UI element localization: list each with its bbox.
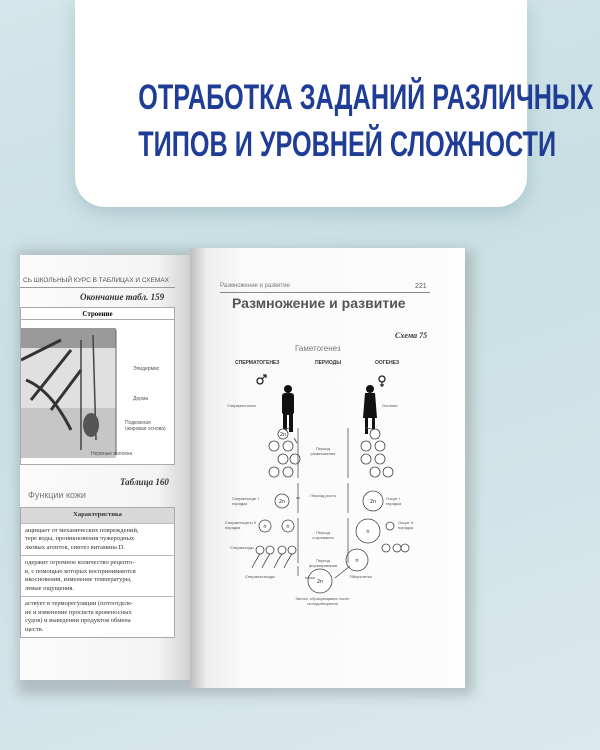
label-spermatocytes-2: Сперматоциты II порядка [225,520,256,530]
cell-2n: 2n [317,579,323,585]
label-spermatocyte-1: Сперматоцит I порядка [232,496,259,506]
skin-label-subcutis: Подкожная (жировая основа) [125,420,166,432]
column-header: Характеристика [21,508,174,524]
label-spermatids: Сперматиды [230,545,254,550]
cell-n: n [263,524,266,530]
skin-label-epidermis: Эпидермис [133,366,160,372]
gametogenesis-diagram: 2n 2n 2n 2n n n n n [251,374,410,594]
female-symbol-icon [378,375,386,387]
table-row: аствует в терморегуляции (потоотделе-ие … [25,600,134,633]
cell-n: n [355,558,358,564]
label-oogonia: Оогонии [382,403,398,408]
label-period-maturation: Период созревания [312,530,334,540]
headline: ОТРАБОТКА ЗАДАНИЙ РАЗЛИЧНЫХ ТИПОВ И УРОВ… [138,74,594,168]
headline-line-1: ОТРАБОТКА ЗАДАНИЙ РАЗЛИЧНЫХ [138,78,594,117]
scheme-label: Схема 75 [395,331,428,340]
col-spermatogenesis: СПЕРМАТОГЕНЕЗ [235,360,280,366]
skin-label-dermis: Дерма [133,396,149,402]
skin-diagram [20,328,117,458]
table-title: Функции кожи [28,490,86,500]
structure-table: Строение Эпидермис Дерма Подкожная (жиро… [20,307,175,465]
female-silhouette [363,385,377,434]
table-continuation: Окончание табл. 159 [80,292,165,302]
scheme-subtitle: Гаметогенез [295,344,341,353]
headline-card: ОТРАБОТКА ЗАДАНИЙ РАЗЛИЧНЫХ ТИПОВ И УРОВ… [75,0,594,207]
cell-2n: 2n [279,499,285,505]
cell-2n: 2n [370,499,376,505]
table-row: ащищает от механических повреждений,тере… [21,524,174,556]
label-period-reproduction: Период размножения [310,446,336,456]
structure-header: Строение [21,308,174,320]
label-oocyte-2: Ооцит II порядка [398,520,414,530]
label-egg: Яйцеклетка [350,574,372,579]
table-label: Таблица 160 [120,477,169,487]
cell-n: n [366,529,369,535]
label-period-growth: Период роста [310,493,336,498]
male-symbol-icon [256,374,267,385]
skin-label-nerves: Нервные волокна [91,451,133,457]
cell-n: n [286,524,289,530]
label-zygote: Зигота, образующаяся после оплодотворени… [295,596,350,606]
functions-table: Характеристика ащищает от механических п… [20,507,175,638]
label-spermatozoa: Сперматозоиды [245,574,275,579]
male-silhouette [282,385,294,432]
left-running-head: СЬ ШКОЛЬНЫЙ КУРС В ТАБЛИЦАХ И СХЕМАХ [23,277,169,284]
left-page: СЬ ШКОЛЬНЫЙ КУРС В ТАБЛИЦАХ И СХЕМАХ Око… [20,255,192,680]
headline-line-2: ТИПОВ И УРОВНЕЙ СЛОЖНОСТИ [138,125,557,164]
label-oocyte-1: Ооцит I порядка [386,496,402,506]
table-row: одержит огромное количество рецепто-в, с… [21,556,174,597]
page-number: 221 [415,283,427,290]
col-oogenesis: ООГЕНЕЗ [375,360,400,366]
right-page: Размножение и развитие 221 Размножение и… [190,248,465,688]
col-periods: ПЕРИОДЫ [315,360,342,366]
page-title: Размножение и развитие [232,295,406,311]
right-running-head: Размножение и развитие [220,283,290,289]
label-spermatogonia: Сперматогонии [227,403,256,408]
label-period-formation: Период формирования [308,558,338,568]
cell-2n: 2n [280,432,286,438]
